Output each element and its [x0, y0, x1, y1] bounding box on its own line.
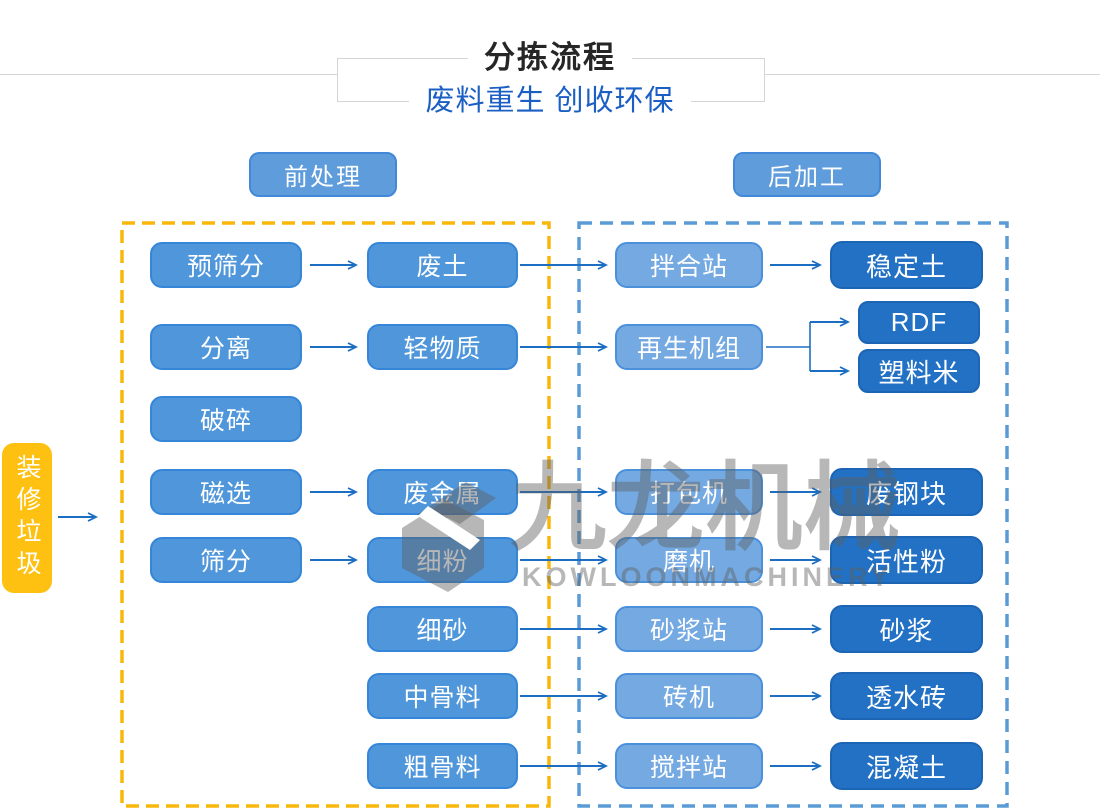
node-mill: 磨机	[615, 537, 763, 583]
node-magnetic-separation: 磁选	[150, 469, 302, 515]
section-label-pre-processing: 前处理	[249, 152, 397, 197]
node-mixing-station: 拌合站	[615, 242, 763, 288]
node-coarse-aggregate: 粗骨料	[367, 743, 518, 789]
node-plastic-pellets: 塑料米	[858, 349, 980, 393]
node-pre-screening: 预筛分	[150, 242, 302, 288]
node-steel-scrap-block: 废钢块	[830, 468, 983, 516]
node-concrete: 混凝土	[830, 742, 983, 790]
split-connector-regenunit	[766, 322, 811, 371]
node-crushing: 破碎	[150, 396, 302, 442]
node-mortar: 砂浆	[830, 605, 983, 653]
source-node-renovation-waste: 装修垃圾	[2, 443, 52, 593]
node-brick-machine: 砖机	[615, 673, 763, 719]
node-rdf: RDF	[858, 301, 980, 344]
node-regeneration-unit: 再生机组	[615, 324, 763, 370]
node-fine-sand: 细砂	[367, 606, 518, 652]
node-active-powder: 活性粉	[830, 536, 983, 584]
node-light-material: 轻物质	[367, 324, 518, 370]
node-mortar-station: 砂浆站	[615, 606, 763, 652]
title-divider-left	[0, 74, 337, 75]
node-permeable-brick: 透水砖	[830, 672, 983, 720]
node-stabilized-soil: 稳定土	[830, 241, 983, 289]
node-screening: 筛分	[150, 537, 302, 583]
section-label-post-processing: 后加工	[733, 152, 881, 197]
post-processing-group-frame	[577, 221, 1009, 808]
node-separation: 分离	[150, 324, 302, 370]
page-subtitle: 废料重生 创收环保	[409, 84, 691, 118]
node-waste-soil: 废土	[367, 242, 518, 288]
node-medium-aggregate: 中骨料	[367, 673, 518, 719]
node-fine-powder: 细粉	[367, 537, 518, 583]
pre-processing-group-frame	[120, 221, 551, 808]
node-baler: 打包机	[615, 469, 763, 515]
title-divider-right	[764, 74, 1100, 75]
page-title: 分拣流程	[468, 38, 632, 78]
node-concrete-mixing-station: 搅拌站	[615, 743, 763, 789]
